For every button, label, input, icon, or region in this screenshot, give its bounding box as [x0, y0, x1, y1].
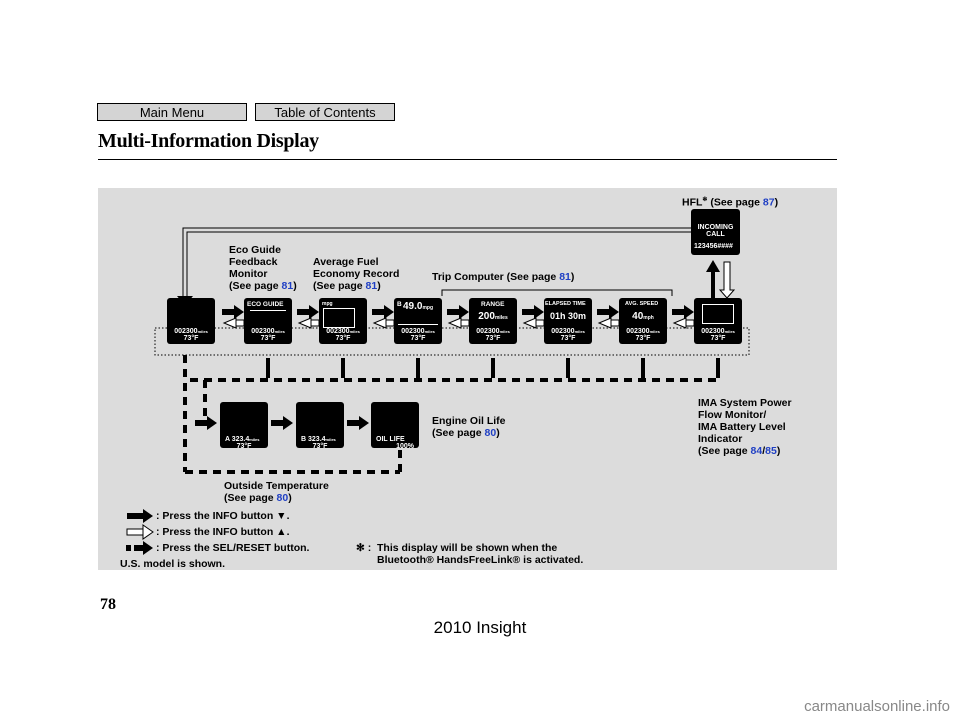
- title-rule: [98, 159, 837, 160]
- screen-trip-a: A 323.4miles 73°F: [220, 402, 268, 450]
- screen-eco-guide: ECO GUIDE 002300miles 73°F: [244, 298, 292, 344]
- main-menu-button[interactable]: Main Menu: [97, 103, 247, 121]
- screen-default: 002300miles 73°F: [167, 298, 215, 344]
- trip-computer-label: Trip Computer (See page 81): [432, 271, 575, 283]
- screen-oil-life: OIL LIFE 100%: [371, 402, 419, 450]
- screen-ima-flow: 002300miles 73°F: [694, 298, 742, 344]
- star-mark: ✻ :: [356, 542, 372, 554]
- screen-elapsed-time: ELAPSED TIME 01h 30m 002300miles 73°F: [544, 298, 592, 344]
- screen-range: RANGE 200miles 002300miles 73°F: [469, 298, 517, 344]
- engine-oil-label: Engine Oil Life (See page 80): [432, 415, 506, 439]
- outside-temp-label: Outside Temperature (See page 80): [224, 480, 329, 504]
- us-model-note: U.S. model is shown.: [120, 558, 226, 570]
- screen-avg-fuel: mpg 002300miles 73°F: [319, 298, 367, 344]
- page-number: 78: [100, 596, 116, 613]
- model-name: 2010 Insight: [433, 618, 527, 637]
- hfl-label: HFL✻ (See page 87): [682, 196, 779, 209]
- legend-sel-reset: : Press the SEL/RESET button.: [156, 542, 310, 554]
- screen-avg-speed: AVG. SPEED 40mph 002300miles 73°F: [619, 298, 667, 344]
- screen-hfl: INCOMING CALL 123456####: [691, 209, 740, 255]
- screen-trip-fuel: B 49.0mpg 002300miles 73°F: [394, 298, 442, 344]
- legend-info-down: : Press the INFO button ▼.: [156, 510, 290, 522]
- page-title: Multi-Information Display: [98, 130, 319, 152]
- screen-trip-b: B 323.4miles 73°F: [296, 402, 344, 450]
- table-of-contents-button[interactable]: Table of Contents: [255, 103, 395, 121]
- watermark: carmanualsonline.info: [804, 698, 950, 715]
- legend-info-up: : Press the INFO button ▲.: [156, 526, 290, 538]
